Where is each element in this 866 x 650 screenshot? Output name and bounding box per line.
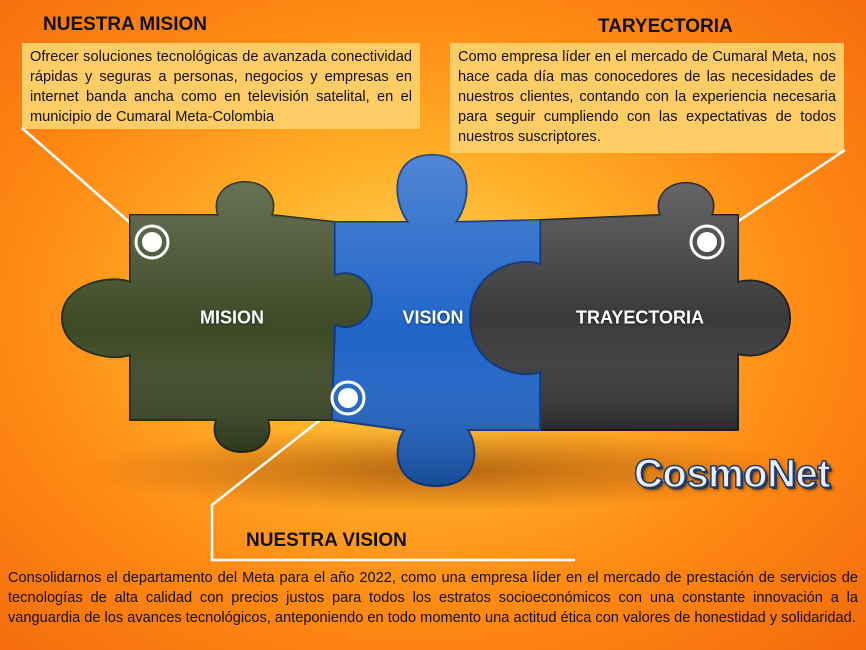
mission-piece-label: MISION bbox=[199, 307, 265, 328]
vision-puzzle-piece bbox=[330, 153, 541, 488]
trajectory-text: Como empresa líder en el mercado de Cuma… bbox=[450, 43, 844, 153]
brand-logo: CosmoNet bbox=[633, 451, 831, 497]
vision-text: Consolidarnos el departamento del Meta p… bbox=[8, 570, 858, 626]
vision-marker-circle-icon bbox=[330, 380, 366, 416]
mission-text: Ofrecer soluciones tecnológicas de avanz… bbox=[22, 43, 420, 129]
vision-piece-gloss bbox=[332, 155, 540, 486]
vision-heading: NUESTRA VISION bbox=[246, 530, 407, 551]
mission-heading: NUESTRA MISION bbox=[43, 14, 207, 35]
trajectory-marker-circle-icon bbox=[689, 224, 725, 260]
trajectory-piece-label: TRAYECTORIA bbox=[575, 307, 705, 328]
vision-piece-label: VISION bbox=[402, 307, 464, 328]
mission-marker-circle-icon bbox=[134, 224, 170, 260]
vision-connector-line bbox=[210, 397, 575, 562]
trajectory-heading: TARYECTORIA bbox=[598, 16, 733, 37]
